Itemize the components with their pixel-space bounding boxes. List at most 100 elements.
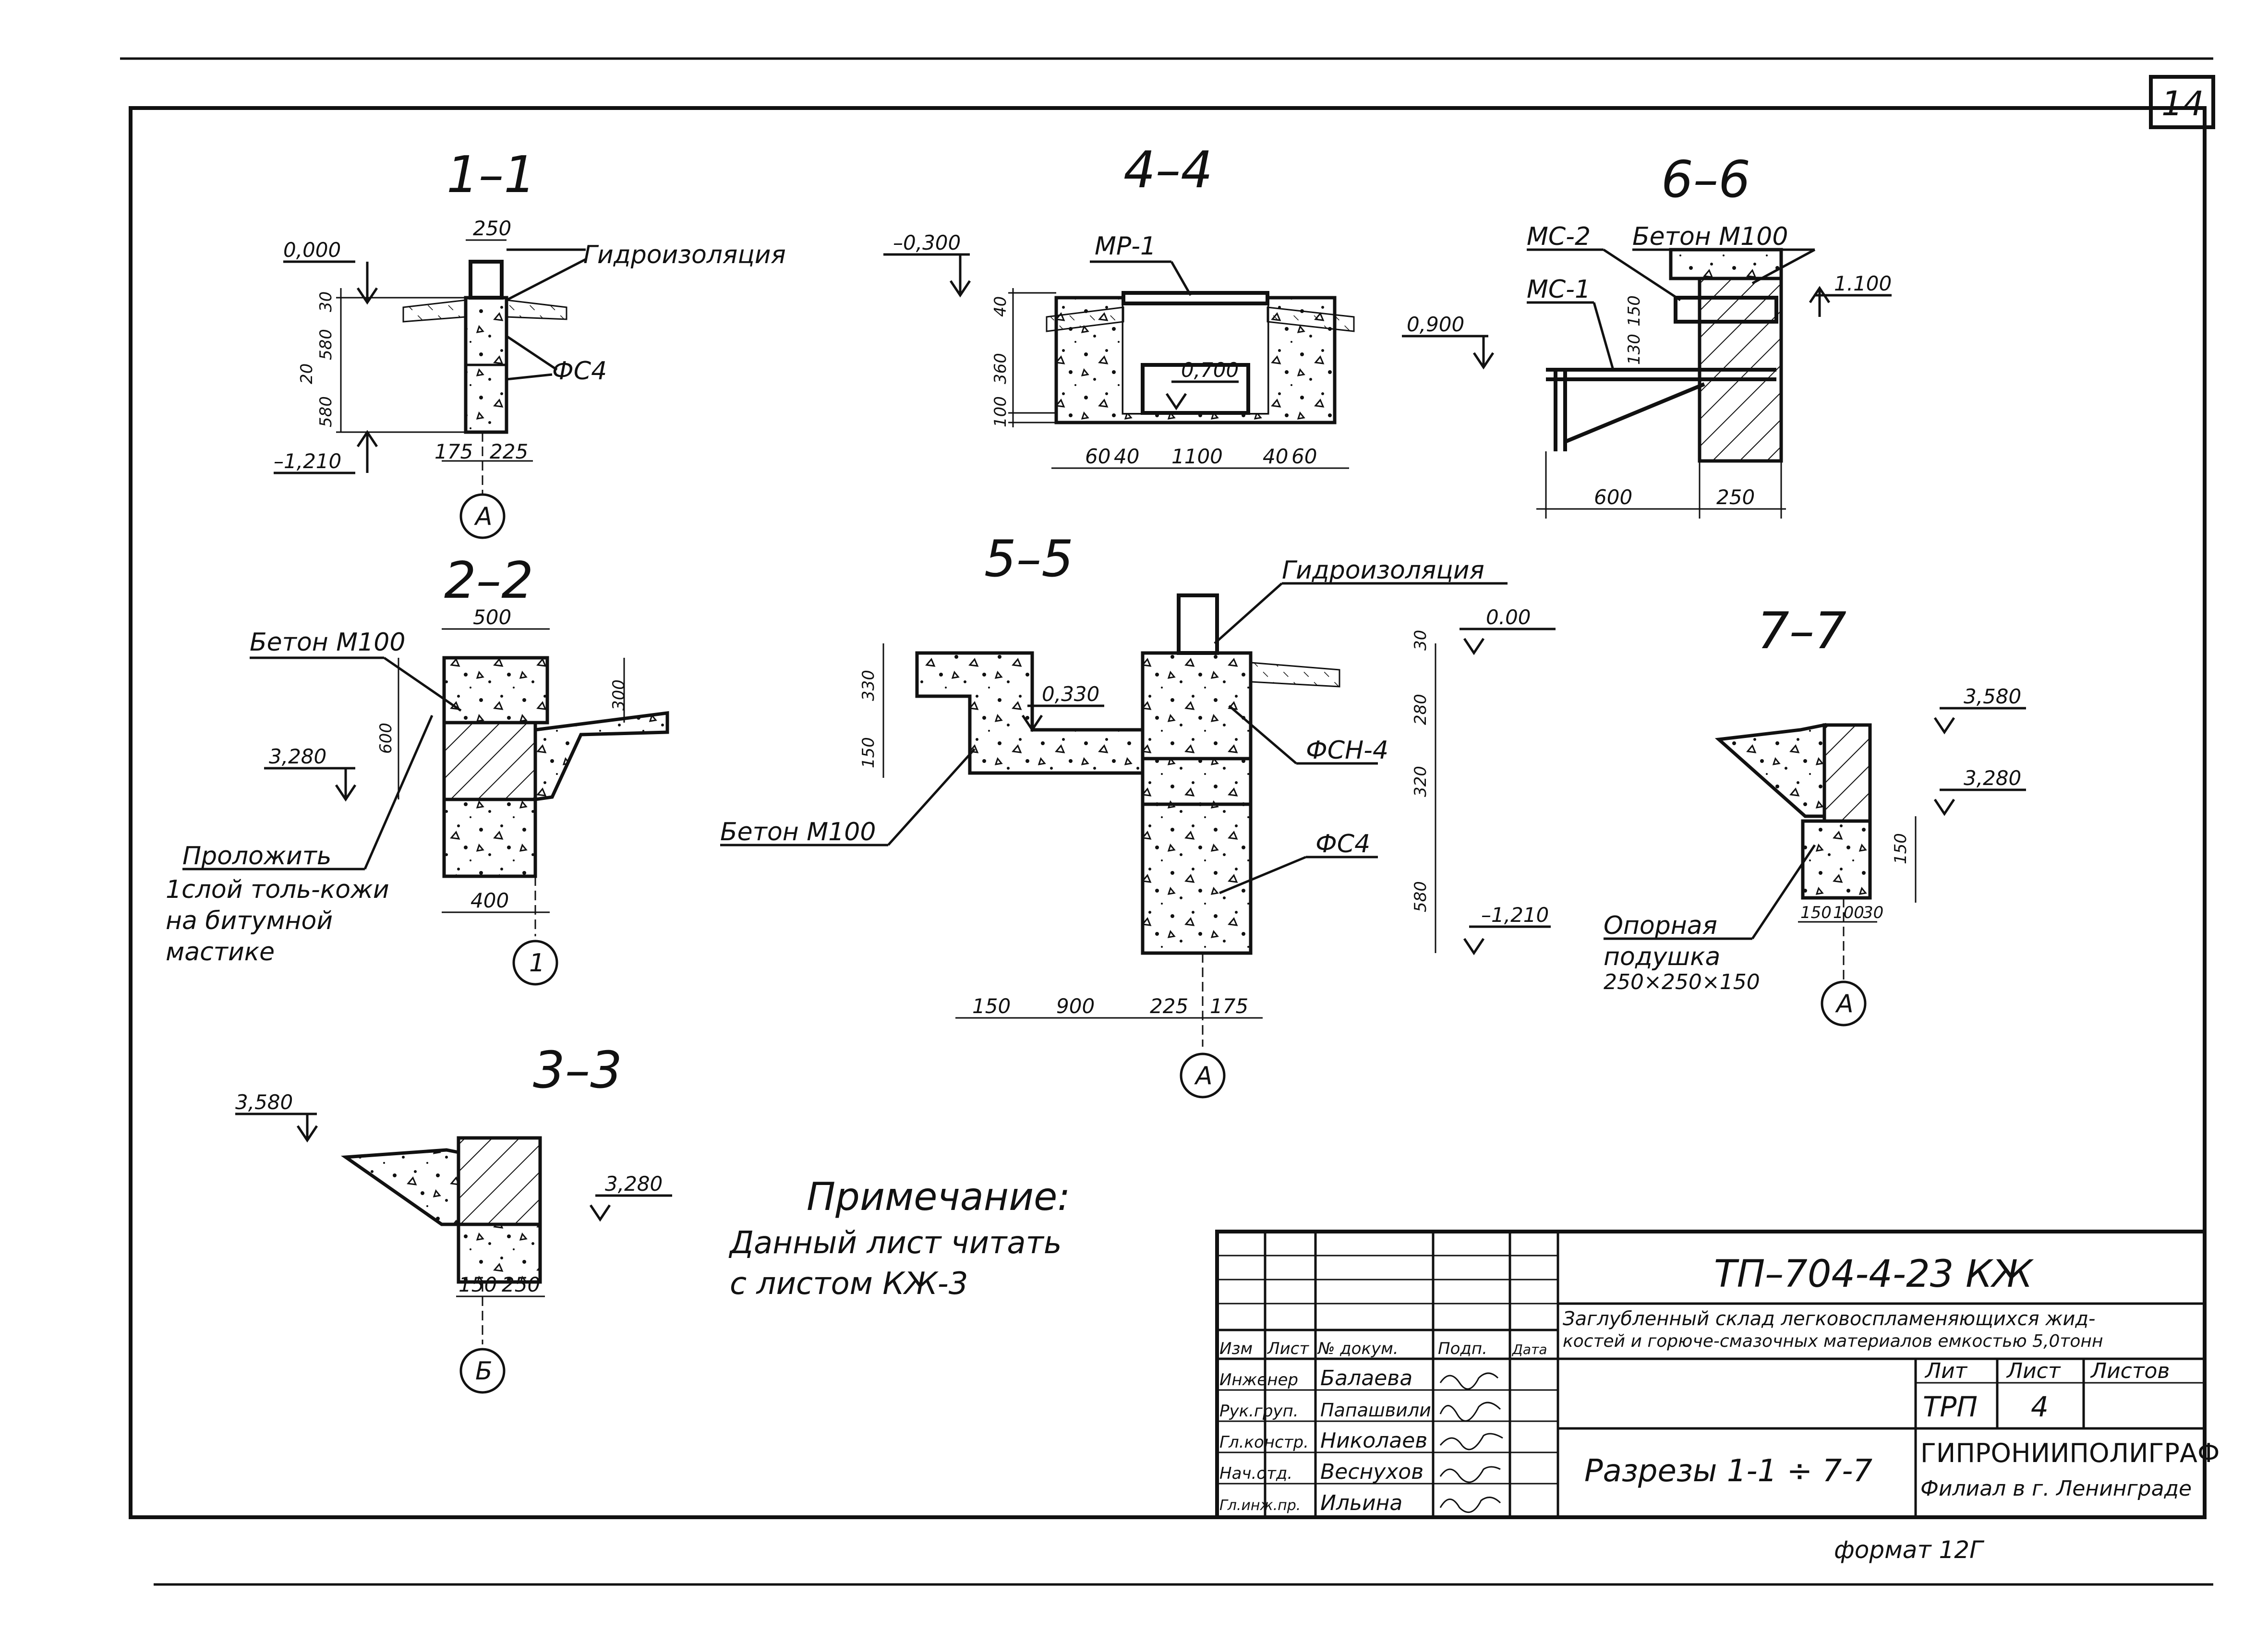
staff-role: Инженер — [1219, 1370, 1298, 1390]
brick-2-2 — [442, 721, 537, 801]
dim-55-320: 320 — [1411, 766, 1430, 797]
dim-44-1100: 1100 — [1171, 445, 1223, 468]
axis-label-b-3: Б — [475, 1357, 493, 1386]
label-pad-3: 250×250×150 — [1604, 970, 1760, 994]
mark-0900: 0,900 — [1407, 313, 1464, 336]
dim-44-360: 360 — [991, 353, 1010, 384]
section-7-7: 7–7 3,580 3,280 150 150 100 30 Опорная п… — [1604, 602, 2026, 1027]
dim-33-250: 250 — [502, 1273, 540, 1296]
mark-0000: 0,000 — [283, 238, 341, 262]
concrete-cap-2-2 — [442, 656, 549, 725]
section-1-1-title: 1–1 — [446, 145, 536, 204]
dim-22-400: 400 — [470, 889, 509, 912]
dim-77-100: 100 — [1833, 903, 1864, 922]
mark-3280-7: 3,280 — [1964, 766, 2021, 790]
label-lay-1: Проложить — [182, 842, 332, 870]
block-fs4-5 — [1141, 802, 1253, 955]
staff-rows: Инженер Балаева Рук.груп. Папашвили Гл.к… — [1219, 1366, 1431, 1515]
note: Примечание: Данный лист читать с листом … — [728, 1174, 1070, 1302]
axis-bubble-a-7 — [1821, 980, 1867, 1027]
label-fs4-1: ФС4 — [552, 357, 607, 386]
section-6-6-title: 6–6 — [1661, 150, 1750, 209]
sheet-number: 14 — [2161, 84, 2204, 123]
axis-bubble-a-1 — [459, 493, 506, 539]
section-4-4-title: 4–4 — [1123, 141, 1213, 199]
hdr-doc: № докум. — [1317, 1339, 1399, 1358]
section-6-6: 6–6 МС-2 Бетон М100 МС-1 0,900 1.100 150… — [1402, 150, 1892, 519]
hdr-sheet: Лист — [2006, 1359, 2061, 1383]
dim-77-150v: 150 — [1891, 833, 1910, 864]
dim-55-225: 225 — [1150, 994, 1188, 1018]
label-pad-1: Опорная — [1604, 911, 1717, 940]
dim-55-900: 900 — [1056, 994, 1095, 1018]
wall-7-7 — [1822, 723, 1872, 823]
note-title: Примечание: — [807, 1174, 1070, 1219]
dim-30: 30 — [316, 291, 336, 312]
hdr-date: Дата — [1511, 1342, 1547, 1357]
hdr-list: Лист — [1267, 1339, 1309, 1358]
section-1-1: 1–1 Гидроизоляция ФС4 250 0,000 –1,210 3… — [274, 145, 786, 539]
label-lay-4: мастике — [166, 938, 275, 967]
staff-name: Ильина — [1320, 1491, 1402, 1515]
label-concrete-2: Бетон М100 — [250, 628, 405, 657]
axis-label-1: 1 — [529, 949, 545, 978]
project-desc-1: Заглубленный склад легковоспламеняющихся… — [1563, 1308, 2095, 1330]
dim-44-40: 40 — [991, 296, 1010, 317]
mark-3580-7: 3,580 — [1964, 685, 2021, 708]
section-4-4: 4–4 МР-1 –0,300 0,700 40 360 100 60 40 1… — [883, 141, 1355, 469]
mark-000: 0.00 — [1486, 605, 1531, 629]
hdr-izm: Изм — [1219, 1339, 1253, 1358]
mark-1210-5: –1,210 — [1481, 903, 1549, 927]
staff-name: Николаев — [1320, 1428, 1427, 1453]
axis-bubble-b-3 — [459, 1348, 506, 1394]
dim-22-500: 500 — [473, 605, 511, 629]
dim-77-30: 30 — [1863, 903, 1883, 922]
mark-3280-a: 3,280 — [269, 745, 326, 768]
dim-44-40a: 40 — [1114, 445, 1139, 468]
label-fsn4: ФСН-4 — [1306, 736, 1388, 765]
signatures — [1439, 1372, 1503, 1513]
staff-role: Гл.инж.пр. — [1219, 1497, 1301, 1514]
stage-value: ТРП — [1923, 1390, 1978, 1423]
org-branch: Филиал в г. Ленинграде — [1920, 1476, 2192, 1501]
label-lay-3: на битумной — [166, 907, 333, 935]
org-name: ГИПРОНИИПОЛИГРАФ — [1920, 1438, 2220, 1468]
hdr-lit: Лит — [1924, 1359, 1968, 1383]
dim-55-30: 30 — [1411, 630, 1430, 651]
project-desc-2: костей и горюче-смазочных материалов емк… — [1563, 1331, 2103, 1351]
label-waterproofing-1: Гидроизоляция — [583, 241, 786, 269]
mark-0300: –0,300 — [893, 231, 961, 254]
hdr-sheets: Листов — [2090, 1359, 2170, 1383]
mark-1210: –1,210 — [274, 449, 341, 473]
dim-44-100: 100 — [991, 396, 1010, 427]
doc-code: ТП–704-4-23 КЖ — [1714, 1253, 2034, 1296]
label-mr1: МР-1 — [1095, 232, 1156, 261]
staff-role: Нач.отд. — [1219, 1464, 1292, 1483]
dim-225: 225 — [490, 440, 528, 463]
sheet-name: Разрезы 1-1 ÷ 7-7 — [1584, 1453, 1872, 1489]
dim-22-300: 300 — [609, 679, 628, 711]
axis-bubble-a-5 — [1180, 1052, 1226, 1099]
mark-0700: 0,700 — [1181, 358, 1239, 382]
label-concrete-6: Бетон М100 — [1632, 222, 1788, 251]
title-block: ТП–704-4-23 КЖ Заглубленный склад легков… — [1215, 1230, 2220, 1519]
section-2-2: 2–2 Бетон М100 3,280 500 300 600 400 Про… — [166, 551, 669, 986]
dim-55-150v: 150 — [859, 737, 878, 768]
dim-66-600: 600 — [1594, 485, 1632, 509]
dim-250: 250 — [473, 217, 511, 240]
trench-5-5 — [915, 651, 1145, 775]
format-label: формат 12Г — [1834, 1536, 1985, 1564]
staff-name: Папашвили — [1320, 1400, 1431, 1421]
axis-bubble-1 — [512, 940, 558, 986]
dim-22-600: 600 — [376, 723, 396, 754]
section-5-5-title: 5–5 — [984, 530, 1074, 588]
dim-66-250: 250 — [1716, 485, 1755, 509]
mark-3580-3: 3,580 — [235, 1090, 293, 1114]
label-waterproofing-5: Гидроизоляция — [1282, 556, 1484, 585]
dim-66-130: 130 — [1625, 334, 1644, 365]
label-pad-2: подушка — [1604, 943, 1720, 971]
dim-55-330: 330 — [859, 670, 878, 701]
staff-role: Рук.груп. — [1219, 1402, 1299, 1421]
section-5-5: 5–5 Гидроизоляция 0.00 0,330 –1,210 ФСН-… — [720, 530, 1556, 1099]
